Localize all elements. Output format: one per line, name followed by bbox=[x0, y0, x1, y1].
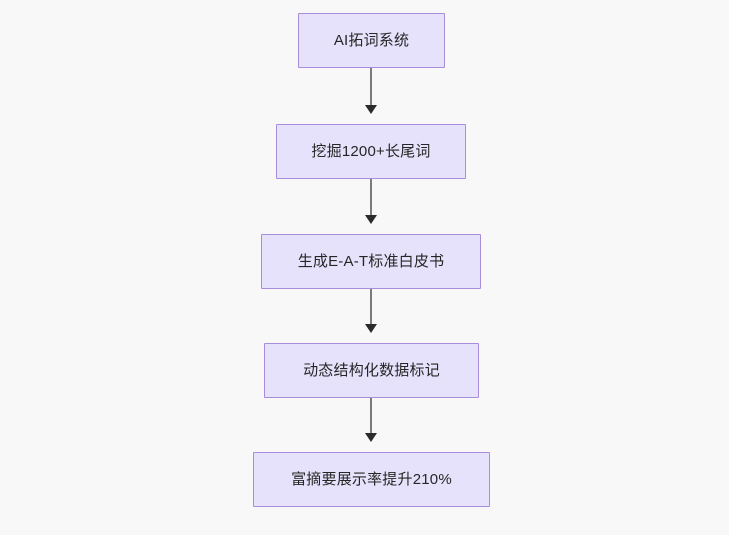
arrow-down-icon bbox=[365, 105, 377, 114]
flow-node-label: AI拓词系统 bbox=[333, 31, 410, 49]
flow-node-label: 生成E-A-T标准白皮书 bbox=[297, 252, 445, 270]
edge-line bbox=[370, 289, 372, 325]
flow-node-generate-eat-whitepaper[interactable]: 生成E-A-T标准白皮书 bbox=[261, 234, 481, 289]
flow-node-rich-snippet-impression-uplift[interactable]: 富摘要展示率提升210% bbox=[253, 452, 490, 507]
flow-node-ai-keyword-system[interactable]: AI拓词系统 bbox=[298, 13, 445, 68]
arrow-down-icon bbox=[365, 215, 377, 224]
edge-line bbox=[370, 398, 372, 434]
flow-node-dynamic-structured-data-markup[interactable]: 动态结构化数据标记 bbox=[264, 343, 479, 398]
flow-node-label: 富摘要展示率提升210% bbox=[291, 470, 452, 488]
arrow-down-icon bbox=[365, 433, 377, 442]
flow-node-label: 动态结构化数据标记 bbox=[303, 361, 440, 379]
flow-node-mine-longtail-keywords[interactable]: 挖掘1200+长尾词 bbox=[276, 124, 466, 179]
arrow-down-icon bbox=[365, 324, 377, 333]
edge-line bbox=[370, 179, 372, 216]
flow-node-label: 挖掘1200+长尾词 bbox=[311, 142, 431, 160]
edge-line bbox=[370, 68, 372, 106]
